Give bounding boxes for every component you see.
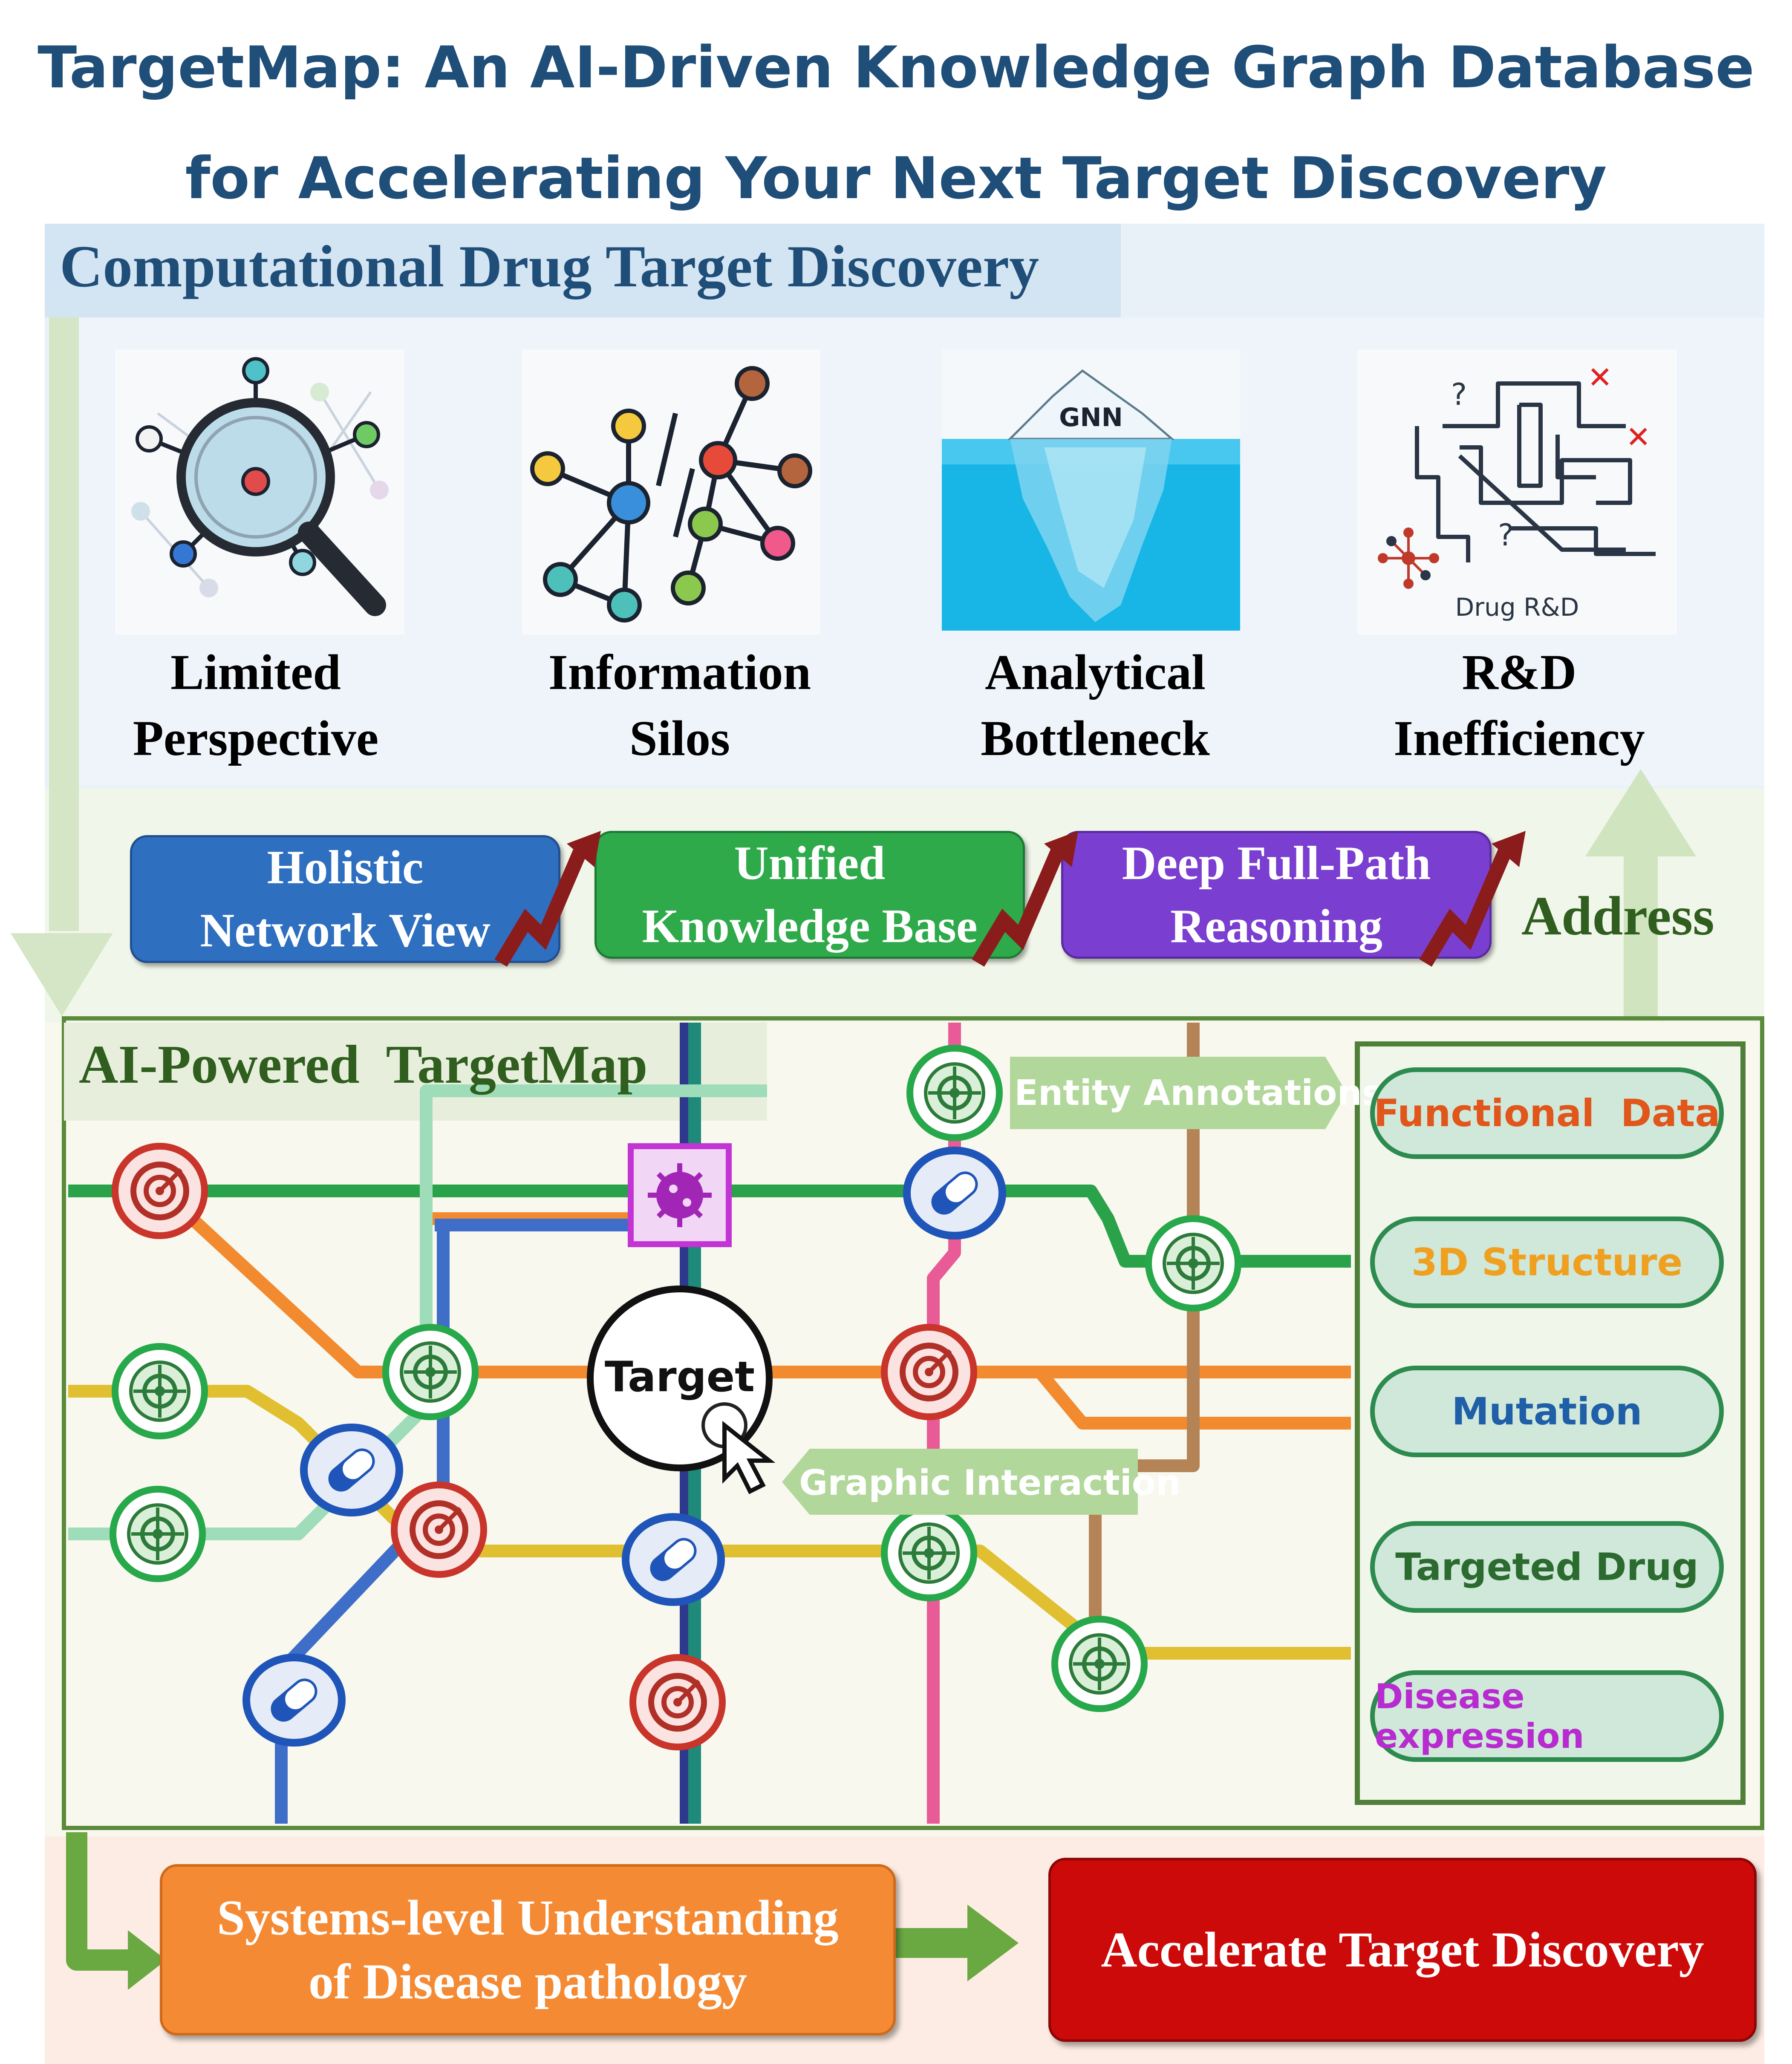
problem-limited-perspective: Limited Perspective: [102, 639, 409, 771]
problem-label-line2: Silos: [629, 710, 730, 766]
panel-item-3d-structure: 3D Structure: [1370, 1216, 1724, 1308]
panel-item-label: Functional Data: [1374, 1091, 1720, 1135]
problem-analytical-bottleneck: Analytical Bottleneck: [942, 639, 1249, 771]
solution-line2: Knowledge Base: [642, 900, 978, 953]
panel-item-label: Disease expression: [1375, 1676, 1584, 1756]
problem-label-line2: Perspective: [133, 710, 379, 766]
svg-text:✕: ✕: [1626, 420, 1651, 455]
drug-rd-text: Drug R&D: [1455, 593, 1579, 622]
address-arrow-head: [1585, 769, 1696, 856]
map-heading: AI-Powered TargetMap: [79, 1034, 648, 1095]
solution-line1: Unified: [734, 837, 886, 890]
address-arrow-shaft: [1624, 856, 1658, 1018]
map-border: [62, 1016, 1764, 1830]
solution-deep-full-path-reasoning: Deep Full-Path Reasoning: [1061, 831, 1492, 959]
problem-label-line1: Information: [548, 644, 811, 700]
problem-label-line2: Inefficiency: [1394, 710, 1645, 766]
accelerate-label: Accelerate Target Discovery: [1101, 1922, 1704, 1978]
map-heading-bg: [64, 1023, 767, 1121]
problem-label-line1: Analytical: [985, 644, 1206, 700]
trend-arrow-2: [972, 845, 1066, 967]
left-arrow-shaft: [49, 317, 79, 931]
solution-line2: Network View: [200, 904, 491, 957]
panel-item-label: Targeted Drug: [1395, 1545, 1699, 1589]
understanding-line1: Systems-level Understanding: [217, 1890, 839, 1946]
panel-item-targeted-drug: Targeted Drug: [1370, 1521, 1724, 1613]
problem-label-line1: R&D: [1462, 644, 1577, 700]
left-arrow-head: [11, 933, 113, 1016]
panel-item-label: Mutation: [1451, 1389, 1642, 1433]
understanding-line2: of Disease pathology: [308, 1954, 747, 2009]
solution-holistic-network-view: Holistic Network View: [130, 835, 560, 963]
solution-line1: Deep Full-Path: [1122, 837, 1431, 890]
accelerate-box: Accelerate Target Discovery: [1048, 1858, 1757, 2042]
solution-unified-knowledge-base: Unified Knowledge Base: [594, 831, 1025, 959]
panel-item-disease-expression: Disease expression: [1370, 1670, 1724, 1762]
solution-line1: Holistic: [267, 841, 424, 894]
address-label: Address: [1521, 885, 1714, 947]
trend-arrow-1: [494, 845, 589, 967]
gnn-text: GNN: [1059, 403, 1123, 432]
split-graph-icon: [522, 349, 820, 635]
iceberg-icon: GNN: [942, 349, 1240, 631]
maze-icon: ? ? ✕ ✕ Drug R&D: [1357, 349, 1677, 635]
section-heading: Computational Drug Target Discovery: [60, 233, 1039, 300]
magnifier-network-icon: [115, 349, 405, 635]
understanding-box: Systems-level Understanding of Disease p…: [160, 1864, 896, 2035]
svg-text:?: ?: [1498, 518, 1514, 553]
panel-item-functional-data: Functional Data: [1370, 1067, 1724, 1159]
problem-rd-inefficiency: R&D Inefficiency: [1366, 639, 1673, 771]
top-heading-bg: [45, 224, 1121, 317]
trend-arrow-3: [1419, 845, 1513, 967]
graphic-interaction-label: Graphic Interaction: [799, 1462, 1181, 1503]
title-line-1: TargetMap: An AI-Driven Knowledge Graph …: [38, 34, 1754, 101]
problem-information-silos: Information Silos: [526, 639, 833, 771]
panel-item-label: 3D Structure: [1411, 1240, 1683, 1284]
svg-text:?: ?: [1451, 377, 1467, 412]
title-line-2: for Accelerating Your Next Target Discov…: [185, 145, 1607, 212]
panel-item-mutation: Mutation: [1370, 1366, 1724, 1457]
entity-annotations-label: Entity Annotations: [1014, 1072, 1383, 1113]
problem-label-line2: Bottleneck: [981, 710, 1210, 766]
problem-label-line1: Limited: [170, 644, 341, 700]
svg-text:✕: ✕: [1587, 360, 1613, 395]
solution-line2: Reasoning: [1170, 900, 1382, 953]
trend-arrows: [494, 831, 1526, 967]
